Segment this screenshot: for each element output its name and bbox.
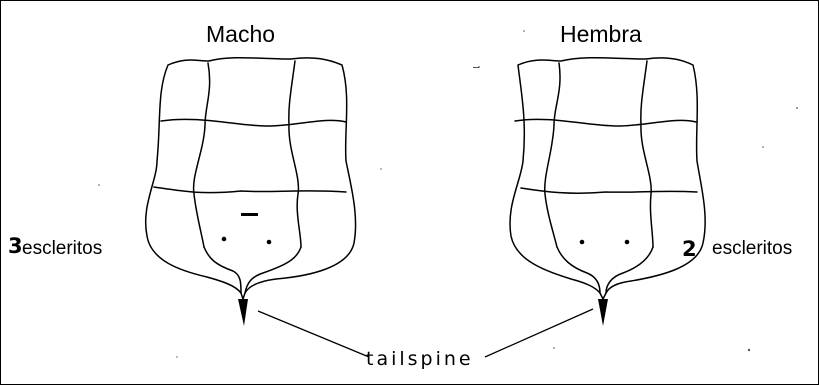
male-abdomen — [146, 58, 356, 326]
female-title: Hembra — [560, 23, 642, 46]
female-sclerite-dot-right — [625, 240, 630, 245]
male-tailspine — [238, 299, 248, 326]
female-sclerite-dot-left — [580, 240, 585, 245]
scan-speckles — [98, 30, 798, 357]
leader-line-female — [485, 309, 593, 357]
male-inner-plate-curve — [204, 247, 241, 293]
male-sclerite-count: 3 — [8, 236, 23, 257]
female-segment-line-1 — [515, 119, 696, 126]
female-sclerite-count: 2 — [682, 239, 697, 260]
male-abdomen-outline — [146, 58, 356, 299]
female-lobe-right-divider — [641, 61, 653, 247]
male-sclerites — [222, 213, 272, 244]
female-inner-plate-curve — [557, 247, 600, 293]
male-sclerite-bar — [241, 213, 258, 216]
tailspine-label: tailspine — [366, 350, 474, 369]
male-segment-line-2 — [154, 187, 346, 193]
male-inner-plate-curve-right — [245, 247, 301, 293]
male-lobe-left-divider — [194, 63, 210, 247]
female-abdomen-outline — [510, 58, 705, 299]
male-sclerite-dot-left — [222, 237, 227, 242]
female-sclerites — [580, 240, 630, 245]
male-title: Macho — [206, 23, 275, 46]
female-segment-line-2 — [521, 188, 697, 193]
female-sclerite-label: escleritos — [712, 239, 792, 258]
male-segment-line-1 — [161, 119, 346, 126]
male-lobe-right-divider — [289, 61, 301, 247]
female-tailspine — [598, 299, 608, 326]
leader-line-male — [258, 311, 369, 357]
male-sclerite-dot-right — [267, 240, 272, 245]
female-lobe-left-divider — [545, 63, 560, 247]
male-sclerite-label: escleritos — [22, 239, 102, 258]
female-abdomen — [510, 58, 705, 326]
